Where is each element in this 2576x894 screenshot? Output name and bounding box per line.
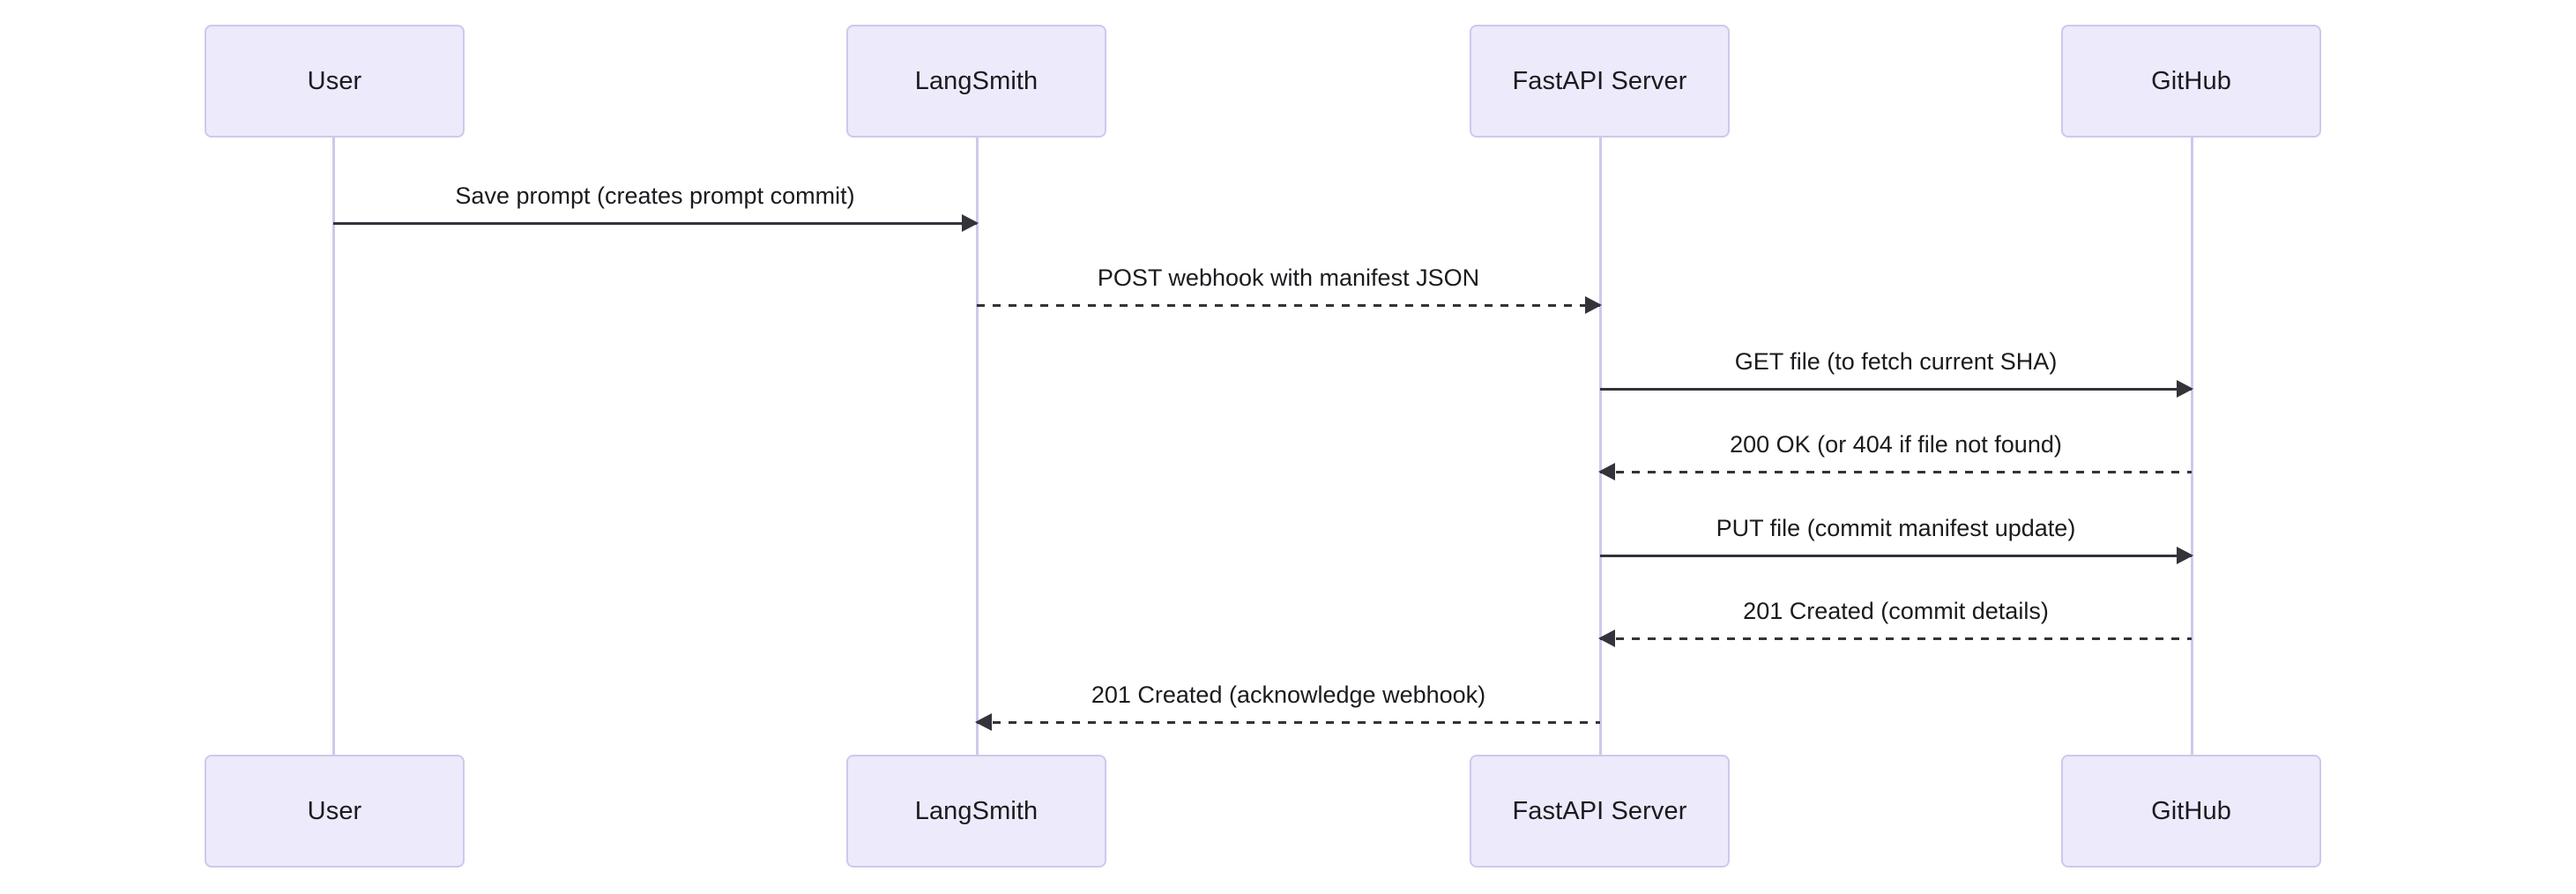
message-label-5: PUT file (commit manifest update)	[1716, 515, 2076, 542]
message-line-7	[977, 721, 1600, 724]
participant-label: FastAPI Server	[1512, 66, 1687, 95]
message-label-3: GET file (to fetch current SHA)	[1734, 348, 2058, 376]
lifeline-github	[2191, 138, 2193, 755]
message-label-1: Save prompt (creates prompt commit)	[455, 183, 855, 210]
arrow-head-right-icon	[2177, 380, 2193, 398]
message-line-6	[1600, 637, 2192, 640]
arrow-head-left-icon	[1598, 463, 1615, 481]
lifeline-fastapi	[1599, 138, 1602, 755]
participant-box-github-bottom[interactable]: GitHub	[2061, 755, 2321, 868]
message-label-7: 201 Created (acknowledge webhook)	[1091, 682, 1486, 709]
participant-label: User	[307, 66, 362, 95]
participant-label: LangSmith	[914, 66, 1039, 95]
participant-label: GitHub	[2151, 66, 2231, 95]
participant-box-langsmith-top[interactable]: LangSmith	[846, 25, 1106, 138]
message-line-5	[1600, 555, 2192, 557]
participant-box-github-top[interactable]: GitHub	[2061, 25, 2321, 138]
message-label-4: 200 OK (or 404 if file not found)	[1730, 431, 2062, 458]
arrow-head-left-icon	[975, 713, 992, 731]
arrow-head-right-icon	[962, 214, 979, 232]
lifeline-langsmith	[976, 138, 979, 755]
message-line-4	[1600, 471, 2192, 473]
participant-box-fastapi-top[interactable]: FastAPI Server	[1470, 25, 1730, 138]
participant-box-user-top[interactable]: User	[205, 25, 465, 138]
message-label-6: 201 Created (commit details)	[1743, 598, 2049, 625]
arrow-head-left-icon	[1598, 630, 1615, 647]
lifeline-user	[332, 138, 335, 755]
message-line-1	[333, 222, 977, 225]
arrow-head-right-icon	[2177, 547, 2193, 564]
participant-box-langsmith-bottom[interactable]: LangSmith	[846, 755, 1106, 868]
participant-box-fastapi-bottom[interactable]: FastAPI Server	[1470, 755, 1730, 868]
participant-label: GitHub	[2151, 796, 2231, 825]
arrow-head-right-icon	[1585, 296, 1602, 314]
participant-box-user-bottom[interactable]: User	[205, 755, 465, 868]
participant-label: LangSmith	[914, 796, 1039, 825]
participant-label: User	[307, 796, 362, 825]
participant-label: FastAPI Server	[1512, 796, 1687, 825]
message-line-2	[977, 304, 1600, 307]
message-label-2: POST webhook with manifest JSON	[1097, 264, 1480, 292]
message-line-3	[1600, 388, 2192, 391]
